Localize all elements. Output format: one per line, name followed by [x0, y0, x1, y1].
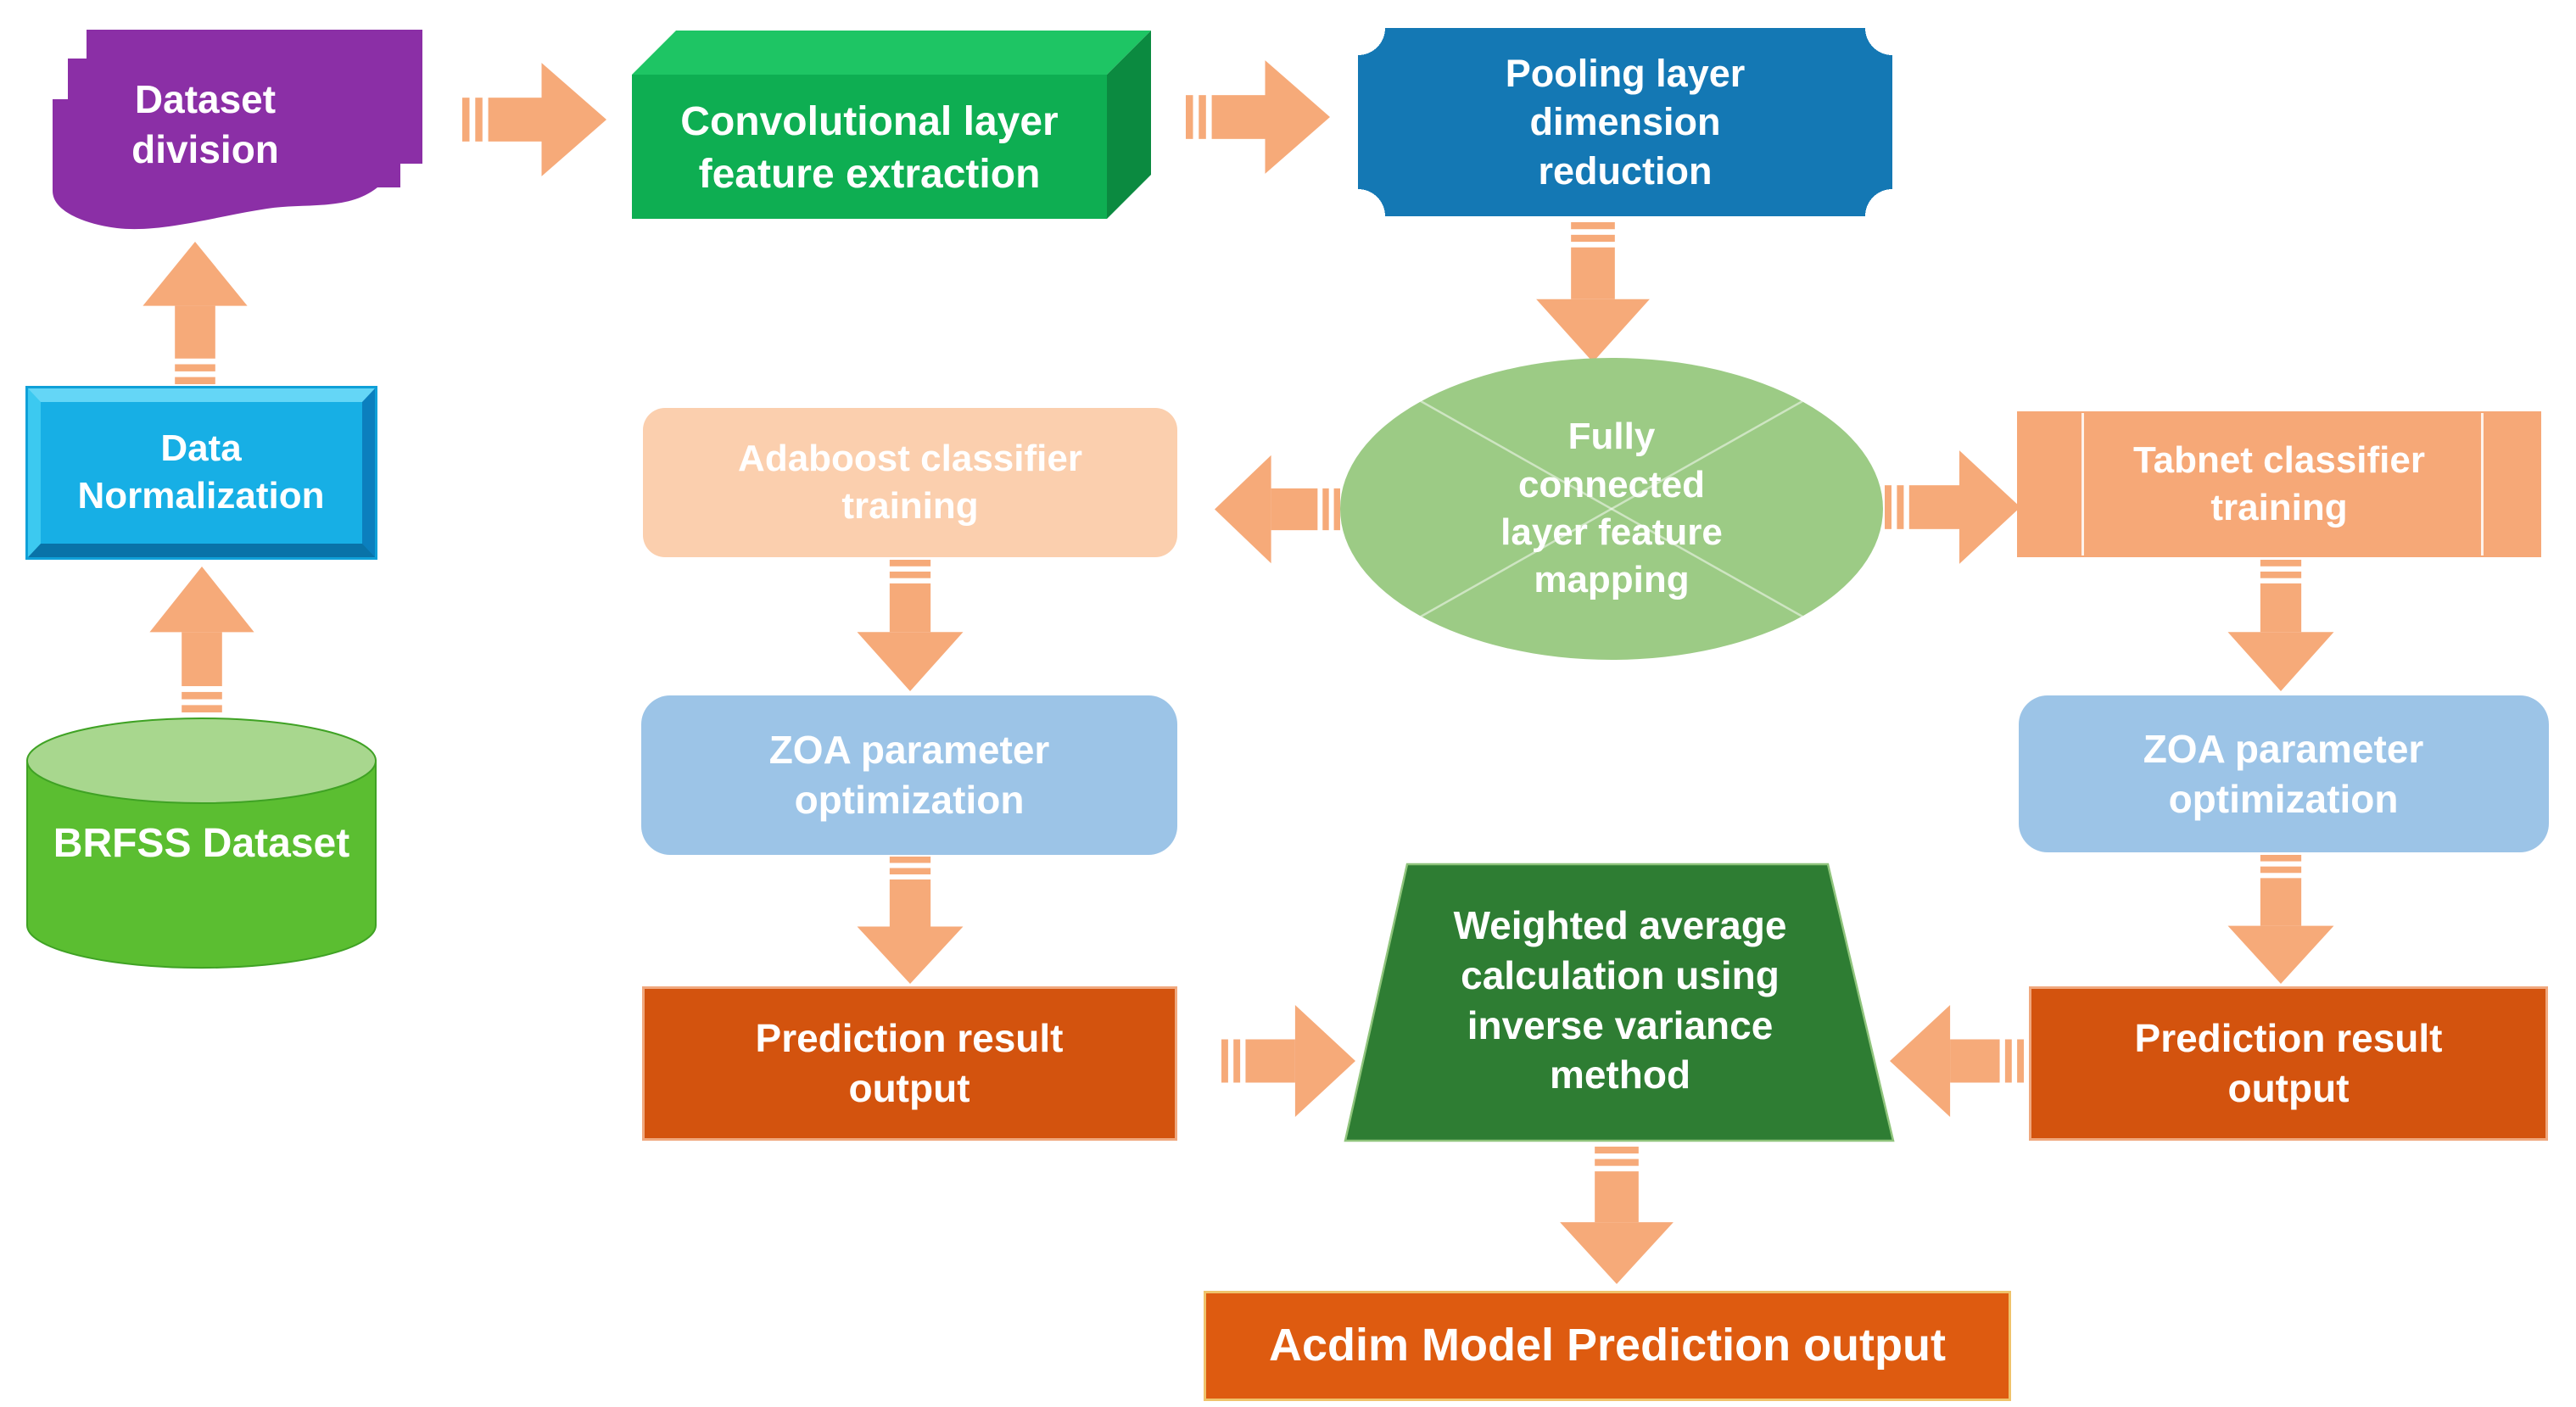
arrow-zoa-left-to-prediction	[857, 857, 964, 984]
pooling-layer-shape	[1358, 28, 1892, 216]
arrow-brfss-to-normalization	[149, 567, 254, 712]
tabnet-shape	[2017, 411, 2541, 557]
arrow-zoa-right-to-prediction	[2227, 855, 2334, 984]
weighted-average-shape	[1344, 863, 1895, 1142]
zoa-left-shape	[641, 695, 1177, 855]
fully-connected-shape	[1340, 358, 1883, 660]
data-normalization-shape	[25, 386, 377, 560]
arrow-division-to-conv	[462, 63, 606, 176]
brfss-dataset-shape	[26, 717, 377, 969]
arrow-adaboost-to-zoa	[857, 560, 964, 691]
arrow-normalization-to-division	[142, 242, 248, 384]
arrow-fc-to-tabnet	[1885, 450, 2020, 564]
arrow-conv-to-pooling	[1186, 60, 1330, 174]
prediction-right-shape	[2029, 986, 2548, 1141]
arrow-weighted-to-acdim	[1560, 1147, 1674, 1284]
arrow-prediction-left-to-weighted	[1221, 1005, 1355, 1117]
arrow-tabnet-to-zoa	[2227, 560, 2334, 691]
arrow-fc-to-adaboost	[1215, 455, 1340, 564]
acdim-output-shape	[1204, 1291, 2011, 1401]
conv-layer-shape	[632, 31, 1151, 219]
prediction-left-shape	[642, 986, 1177, 1141]
zoa-right-shape	[2019, 695, 2549, 852]
adaboost-shape	[643, 408, 1177, 557]
arrow-prediction-right-to-weighted	[1890, 1005, 2024, 1117]
dataset-division-shape	[53, 30, 422, 230]
arrow-pooling-to-fc	[1536, 222, 1650, 362]
